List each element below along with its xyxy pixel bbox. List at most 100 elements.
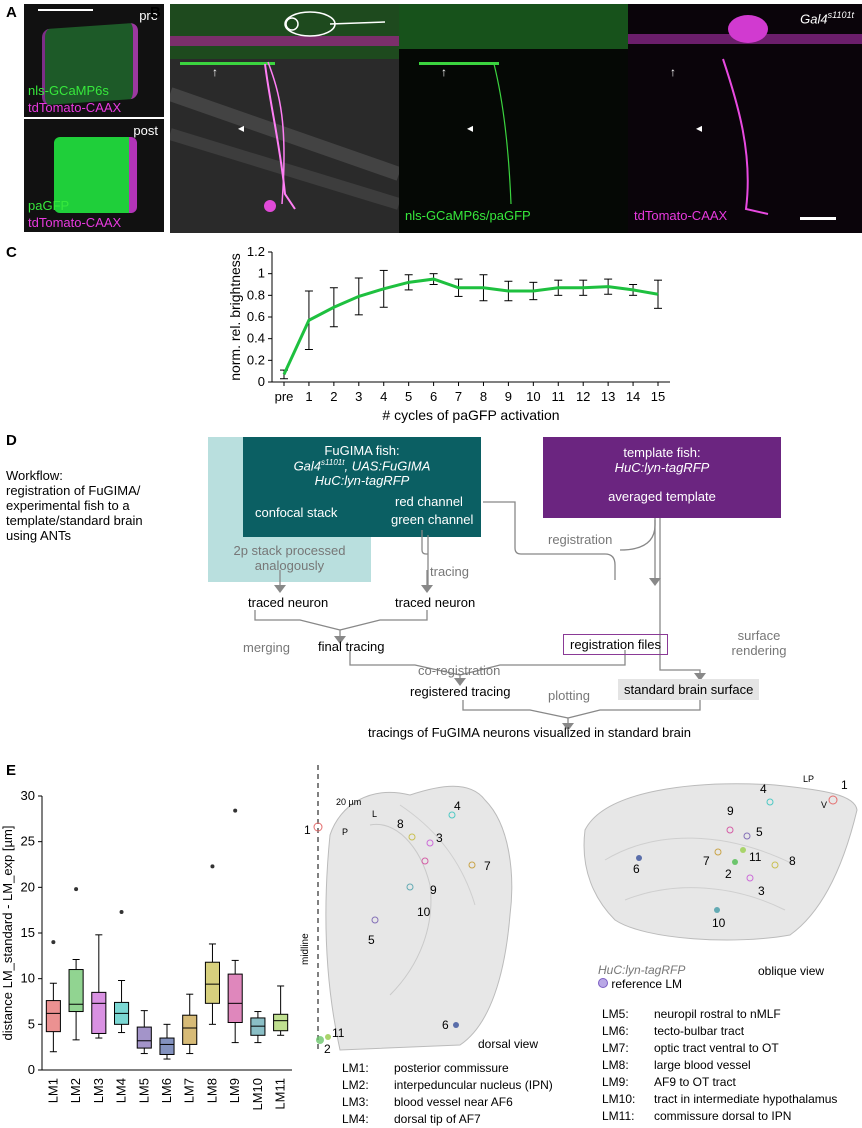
y-tick-label: 20 [21,879,35,894]
x-axis-label: # cycles of paGFP activation [382,407,559,423]
x-tick-label: LM3 [91,1078,106,1103]
x-tick-label: 14 [626,389,640,404]
x-tick-label: 7 [455,389,462,404]
oblique-point-11: 11 [749,850,762,864]
svg-text:↑: ↑ [670,65,676,79]
green-channel-label: green channel [391,512,474,527]
compass-p: P [342,827,349,837]
compass-v: V [821,800,828,810]
magenta-overlay: ↑ ◂ [628,15,862,220]
label-gal4: Gal4s1101t [800,10,854,27]
traced-neuron-right: traced neuron [395,595,476,610]
oblique-point-8: 8 [789,854,796,868]
scale-bar [38,9,93,11]
oblique-point-3: 3 [758,884,765,898]
dorsal-point-3: 3 [436,831,443,845]
x-tick-label: 1 [305,389,312,404]
legend-row: LM11:commissure dorsal to IPN [602,1109,792,1123]
oblique-point-1: 1 [841,778,848,792]
x-tick-label: LM8 [204,1078,219,1103]
x-tick-label: 13 [601,389,615,404]
workflow-line: experimental fish to a [6,498,130,513]
y-tick-label: 1.2 [247,244,265,259]
confocal-stack-label: confocal stack [255,505,338,520]
y-tick-label: 30 [21,788,35,803]
huc-label: HuC:lyn-tagRFP [598,963,686,977]
box-lm8 [204,961,220,1004]
co-registration-step: co-registration [418,663,501,678]
legend-row: LM6:tecto-bulbar tract [602,1024,745,1038]
outlier-point [210,864,215,869]
cell-post [54,137,137,213]
y-tick-label: 25 [21,834,35,849]
dorsal-point-11: 11 [332,1026,345,1040]
x-tick-label: LM10 [250,1078,265,1111]
label-nls-gcamp6s: nls-GCaMP6s [28,83,109,98]
outlier-point [119,909,124,914]
midline-label: midline [300,933,311,965]
x-tick-label: LM1 [45,1078,60,1103]
surface-rendering-step: surface rendering [731,628,787,658]
outlier-point [51,940,56,945]
registered-tracing: registered tracing [410,684,511,699]
dorsal-view-render [313,765,513,1051]
compass-lp: LP [803,774,815,784]
x-tick-label: 4 [380,389,387,404]
oblique-view-caption: oblique view [758,964,825,978]
x-tick-label: 10 [526,389,540,404]
outlier-point [74,887,79,892]
legend-row: LM4:dorsal tip of AF7 [342,1112,481,1126]
workflow-line: template/standard brain [6,513,143,528]
panel-label-e: E [6,762,17,779]
workflow-description: Workflow: registration of FuGIMA/ experi… [6,468,143,543]
y-tick-label: 0.8 [247,287,265,302]
label-pagfp: paGFP [28,198,70,213]
registration-step: registration [548,532,613,547]
dorsal-point-9: 9 [430,883,437,897]
y-tick-label: 0.2 [247,352,265,367]
legend-row: LM8:large blood vessel [602,1058,751,1072]
tag-pre: pre [139,8,158,23]
legend-right: LM5:neuropil rostral to nMLF LM6:tecto-b… [602,1006,837,1125]
x-tick-label: 9 [505,389,512,404]
x-tick-label: 8 [480,389,487,404]
oblique-point-7: 7 [703,854,710,868]
y-tick-label: 0.6 [247,309,265,324]
x-tick-label: LM6 [159,1078,174,1103]
x-tick-label: LM7 [182,1078,197,1103]
panel-label-c: C [6,244,17,261]
box-lm5 [136,1026,152,1049]
final-tracing: final tracing [318,639,385,654]
workflow-arrows [254,501,706,731]
legend-row: LM10:tract in intermediate hypothalamus [602,1092,838,1106]
legend-row: LM7:optic tract ventral to OT [602,1041,779,1055]
oblique-point-10: 10 [712,916,726,930]
dorsal-point-8: 8 [397,817,404,831]
final-output: tracings of FuGIMA neurons visualized in… [368,725,692,740]
x-tick-label: 15 [651,389,665,404]
workflow-line: using ANTs [6,528,72,543]
dorsal-point-10: 10 [417,905,431,919]
brightness-series-line [282,277,659,376]
panel-b-merge-image: ↑ ◂ [170,4,399,233]
x-tick-label: 12 [576,389,590,404]
merging-step: merging [243,640,290,655]
template-title: template fish: [623,445,701,460]
oblique-point-4: 4 [760,782,767,796]
x-tick-label: LM2 [68,1078,83,1103]
panel-label-d: D [6,432,17,449]
y-tick-label: 1 [258,266,265,281]
box-lm3 [91,991,107,1034]
fugima-reporter: HuC:lyn-tagRFP [314,473,410,488]
dorsal-point-5: 5 [368,933,375,947]
fugima-title: FuGIMA fish: [324,443,400,458]
svg-text:◂: ◂ [696,121,702,135]
label-tdtomato-caax: tdTomato-CAAX [28,100,122,115]
svg-text:◂: ◂ [238,121,244,135]
oblique-point-5: 5 [756,825,763,839]
y-tick-label: 5 [28,1016,35,1031]
panel-b-green-image: ↑ ◂ nls-GCaMP6s/paGFP [399,4,628,233]
legend-row: LM9:AF9 to OT tract [602,1075,736,1089]
template-reporter: HuC:lyn-tagRFP [614,460,710,475]
